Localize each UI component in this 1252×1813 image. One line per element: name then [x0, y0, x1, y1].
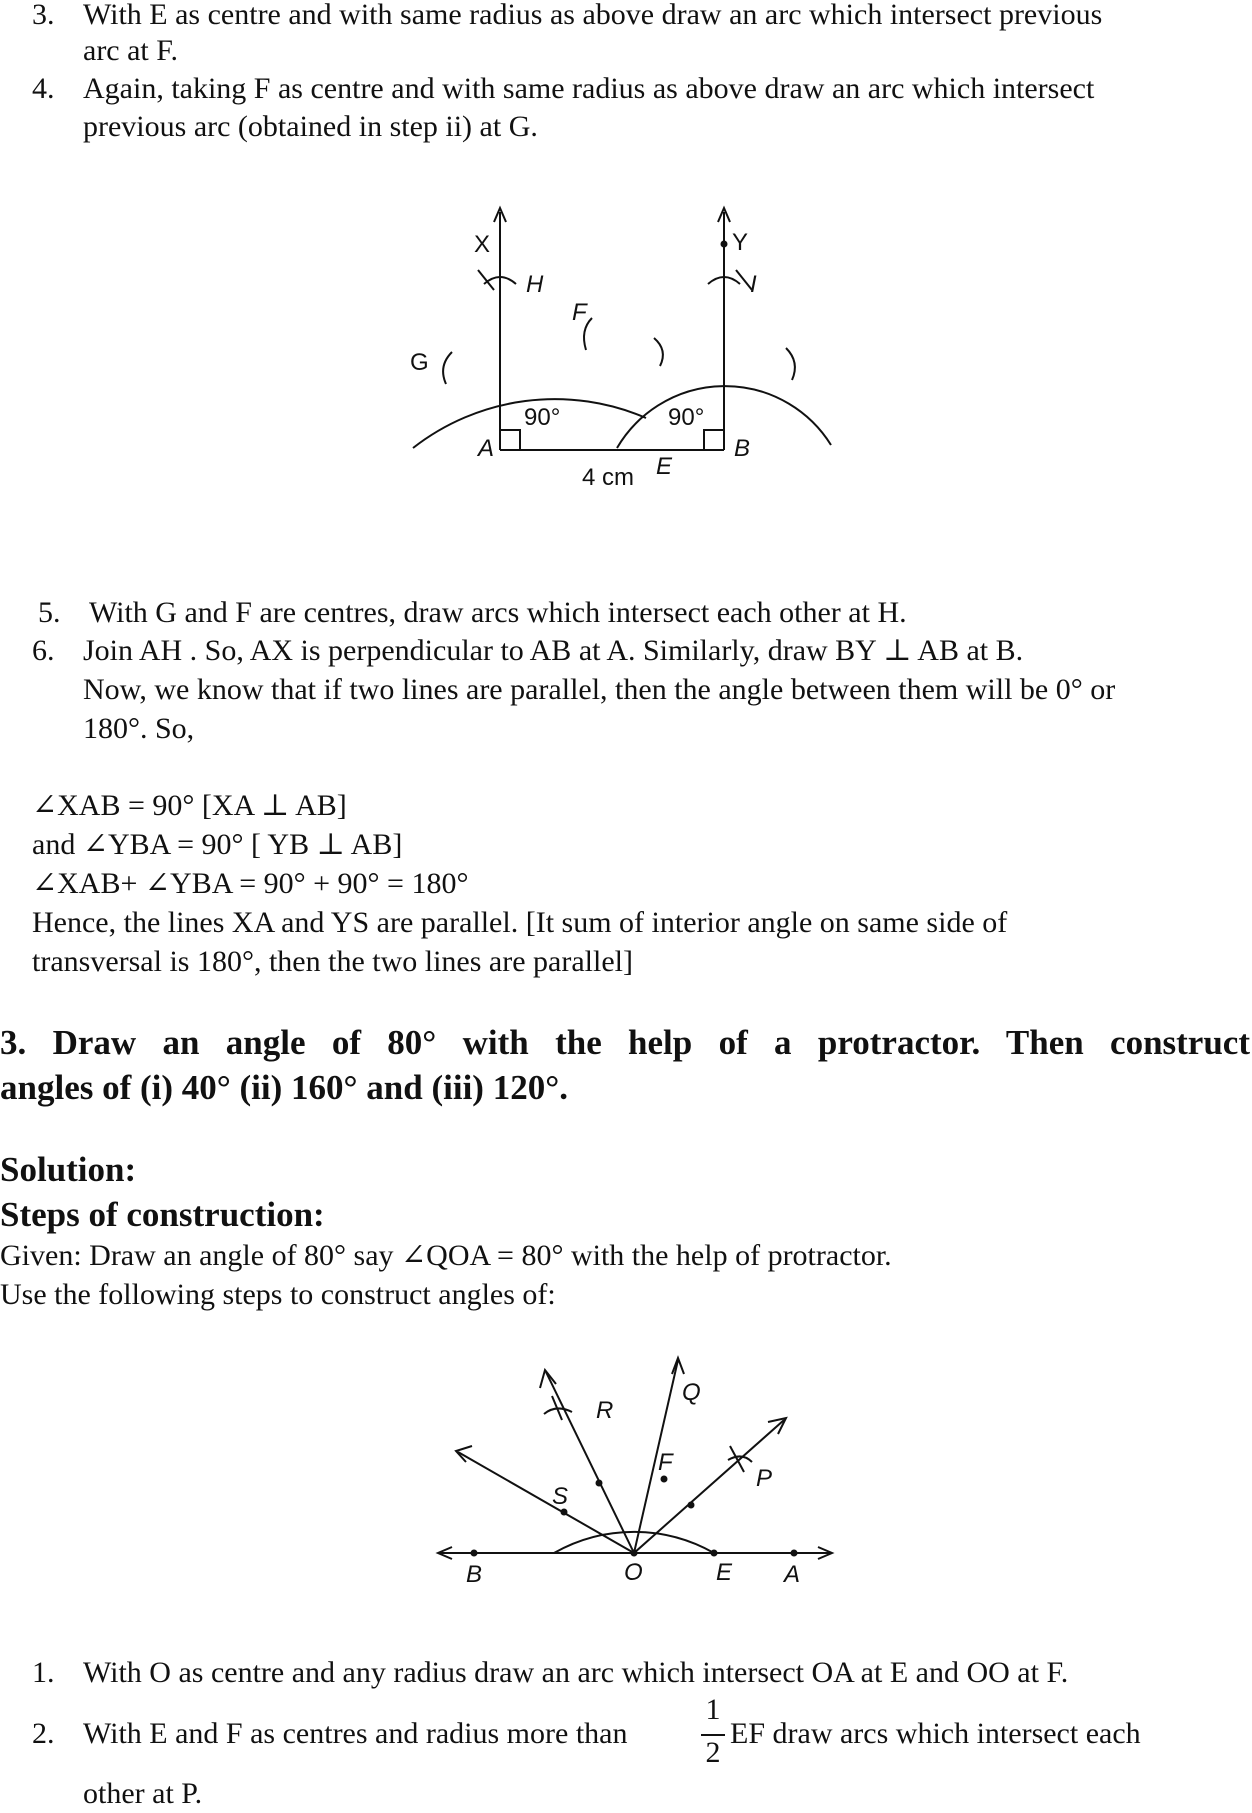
- angle-label-b: 90°: [668, 404, 704, 431]
- arrow-x: [493, 205, 507, 223]
- step-text: Now, we know that if two lines are paral…: [83, 673, 1116, 706]
- step-number: 5.: [38, 596, 61, 629]
- label-f: F: [572, 299, 588, 326]
- ray-or: [545, 1371, 635, 1554]
- arc-mark-p: [727, 1455, 753, 1463]
- instruction-text: Use the following steps to construct ang…: [0, 1278, 556, 1311]
- right-angle-b: [703, 429, 724, 450]
- ray-op: [633, 1419, 785, 1554]
- step-text: Again, taking F as centre and with same …: [83, 72, 1095, 105]
- solution-heading: Solution:: [0, 1150, 137, 1189]
- label-y: Y: [732, 229, 748, 256]
- step-text: With E and F as centres and radius more …: [83, 1717, 628, 1750]
- step-text: 180°. So,: [83, 712, 195, 745]
- label-a: A: [476, 435, 494, 462]
- given-text: Given: Draw an angle of 80° say ∠QOA = 8…: [0, 1239, 892, 1272]
- step-text: arc at F.: [83, 34, 179, 67]
- right-angle-a: [500, 429, 521, 450]
- step-text: With O as centre and any radius draw an …: [83, 1656, 1069, 1689]
- point-y: [720, 240, 728, 248]
- step-text: With G and F are centres, draw arcs whic…: [89, 596, 907, 629]
- label-s: S: [552, 1483, 568, 1510]
- arc-mark-i: [707, 276, 741, 285]
- label-b: B: [734, 435, 750, 462]
- fraction-numerator: 1: [705, 1693, 721, 1726]
- question-line: angles of (i) 40° (ii) 160° and (iii) 12…: [0, 1068, 568, 1107]
- step-number: 6.: [32, 634, 55, 667]
- step-text: With E as centre and with same radius as…: [83, 0, 1103, 31]
- proof-line: Hence, the lines XA and YS are parallel.…: [32, 906, 1008, 939]
- arrow-b: [435, 1546, 453, 1560]
- arc-mark-g: [442, 351, 453, 385]
- label-b: B: [466, 1561, 482, 1588]
- label-a: A: [782, 1561, 800, 1588]
- angle-bisection-figure: R Q F P S B O E A: [435, 1355, 835, 1588]
- step-number: 2.: [32, 1717, 55, 1750]
- label-o: O: [624, 1559, 643, 1586]
- step-text: EF draw arcs which intersect each: [730, 1717, 1141, 1750]
- proof-line: transversal is 180°, then the two lines …: [32, 945, 633, 978]
- step-number: 1.: [32, 1656, 55, 1689]
- ray-os: [457, 1451, 635, 1554]
- label-q: Q: [682, 1379, 701, 1406]
- arc-mark-right: [653, 337, 664, 367]
- length-label: 4 cm: [582, 464, 634, 491]
- label-f: F: [658, 1449, 674, 1476]
- step-number: 3.: [32, 0, 55, 31]
- step-number: 4.: [32, 72, 55, 105]
- angle-label-a: 90°: [524, 404, 560, 431]
- arc-centre-a: [412, 398, 647, 449]
- steps-heading: Steps of construction:: [0, 1195, 325, 1234]
- label-e: E: [656, 453, 673, 480]
- label-r: R: [596, 1397, 613, 1424]
- label-p: P: [756, 1465, 772, 1492]
- label-g: G: [410, 349, 429, 376]
- step-text: other at P.: [83, 1777, 203, 1810]
- arrow-y: [717, 205, 731, 223]
- ray-oq: [633, 1359, 679, 1554]
- label-h: H: [526, 271, 544, 298]
- arc-centre-b: [616, 385, 832, 449]
- arrow-a: [817, 1546, 835, 1560]
- question-line: 3. Draw an angle of 80° with the help of…: [0, 1023, 1250, 1062]
- proof-line: and ∠YBA = 90° [ YB ⊥ AB]: [32, 828, 403, 861]
- fraction-denominator: 2: [705, 1736, 721, 1769]
- arc-mark-far-right: [785, 347, 796, 381]
- perpendicular-construction-figure: X Y H I F G A B E 90° 90° 4 cm: [410, 205, 832, 491]
- label-x: X: [474, 231, 490, 258]
- label-e: E: [716, 1559, 733, 1586]
- step-text: Join AH . So, AX is perpendicular to AB …: [83, 634, 1024, 667]
- label-i: I: [750, 271, 757, 298]
- arc-centre-o: [553, 1530, 715, 1554]
- arc-mark-f: [583, 317, 593, 351]
- proof-line: ∠XAB+ ∠YBA = 90° + 90° = 180°: [32, 867, 469, 900]
- step-text: previous arc (obtained in step ii) at G.: [83, 110, 538, 143]
- proof-line: ∠XAB = 90° [XA ⊥ AB]: [32, 789, 347, 822]
- fraction-bar: [701, 1734, 725, 1736]
